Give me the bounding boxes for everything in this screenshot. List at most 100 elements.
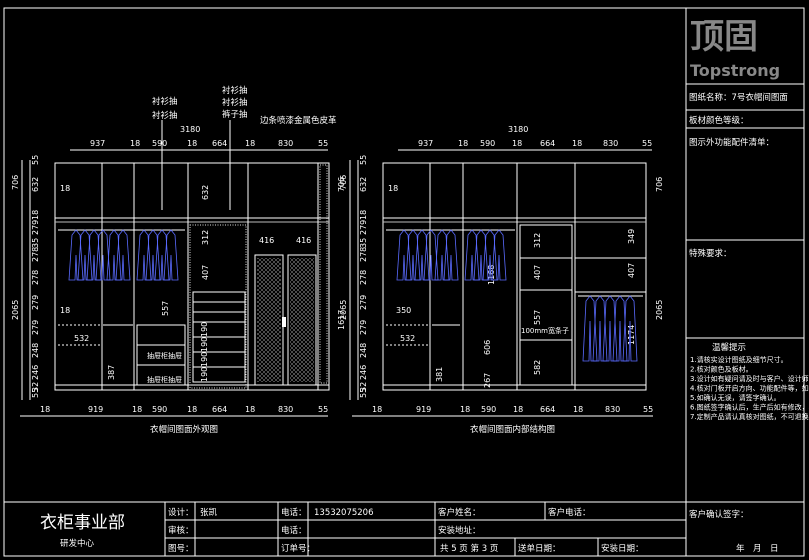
height-dim: 246: [31, 365, 40, 380]
phone-value: 13532075206: [314, 508, 374, 518]
drawing-name: 图纸名称：7号衣帽间图面: [689, 92, 788, 103]
hanging-garment: [423, 229, 439, 281]
notice-line: 2.核对颜色及板材。: [690, 365, 753, 374]
height-dim: 248: [31, 343, 40, 358]
height-dim: 2065: [655, 300, 664, 320]
board-color: 板材颜色等级：: [689, 115, 749, 126]
drawing-no-label: 图号：: [168, 544, 194, 554]
department-sub: 研发中心: [60, 538, 95, 549]
inner-dim: 407: [533, 265, 542, 280]
inner-dim: 582: [533, 360, 542, 375]
brand-logo: 顶固 Topstrong: [690, 17, 780, 80]
height-dim: 18: [31, 210, 40, 220]
hanging-garment: [95, 229, 111, 281]
bottom-dim: 18: [460, 405, 470, 414]
height-dim: 279: [31, 220, 40, 235]
sheet-border: [3, 7, 805, 557]
drawer-label-1: 抽屉柜抽屉: [147, 351, 182, 360]
brand-name-cn: 顶固: [690, 17, 758, 57]
height-dim: 278: [359, 247, 368, 262]
inner-dim: 407: [627, 263, 636, 278]
hanging-garment: [464, 229, 480, 281]
height-dim: 2065: [339, 300, 348, 320]
height-dim: 55: [31, 388, 40, 398]
notice-line: 4.核对门板开启方向、功能配件等，如有问题请及时与设计师沟通。: [690, 384, 809, 393]
inner-dim: 532: [400, 334, 415, 343]
height-dim: 279: [359, 320, 368, 335]
inner-dim: 381: [435, 367, 444, 382]
top-dim: 18: [458, 139, 468, 148]
height-dim: 632: [359, 177, 368, 192]
left-total-width: 3180: [180, 125, 200, 134]
hanging-garment: [414, 229, 430, 281]
notice-line: 6.图纸签字确认后，生产后如有修改，客户需承担相关费用。: [690, 403, 809, 412]
top-dim: 18: [512, 139, 522, 148]
customer-confirm: 客户确认签字：: [689, 509, 749, 520]
height-dim: 35: [359, 238, 368, 248]
brand-name-en: Topstrong: [690, 61, 780, 80]
notice-list: 1.请核实设计图纸及细节尺寸。2.核对颜色及板材。3.设计如有疑问请及时与客户、…: [690, 355, 809, 421]
annotation: 衬衫抽: [222, 85, 248, 96]
customer-phone: 客户电话：: [548, 507, 591, 518]
top-dim: 937: [90, 139, 105, 148]
hanging-garment: [163, 229, 179, 281]
height-dim: 18: [359, 210, 368, 220]
notice-line: 5.如确认无误，请签字确认。: [690, 393, 781, 402]
hanging-garment: [86, 229, 102, 281]
install-address: 安装地址：: [438, 525, 481, 536]
bottom-dim: 18: [573, 405, 583, 414]
inner-dim: 632: [201, 185, 210, 200]
right-clothes: [396, 229, 638, 362]
bottom-dim: 590: [481, 405, 496, 414]
hanging-garment: [68, 229, 84, 281]
height-dim: 706: [337, 177, 346, 192]
top-dim: 18: [130, 139, 140, 148]
top-dim: 18: [245, 139, 255, 148]
top-dim: 18: [187, 139, 197, 148]
height-dim: 279: [359, 295, 368, 310]
inner-dim: 267: [483, 373, 492, 388]
bottom-dim: 18: [132, 405, 142, 414]
department-name: 衣柜事业部: [40, 513, 125, 533]
bottom-dim: 18: [187, 405, 197, 414]
inner-dim: 1174: [627, 325, 636, 345]
annotation: 边条喷漆金属色皮革: [260, 115, 337, 126]
special-requirements: 特殊要求：: [689, 248, 732, 259]
hanging-garment: [154, 229, 170, 281]
bottom-dim: 18: [245, 405, 255, 414]
height-dim: 706: [339, 175, 348, 190]
right-view-title: 衣帽间图面内部结构图: [470, 424, 555, 435]
hanging-garment: [77, 229, 93, 281]
drawer-dim: 190: [200, 367, 209, 382]
hanging-garment: [482, 229, 498, 281]
inner-dim: 532: [74, 334, 89, 343]
confirm-date: 年 月 日: [736, 543, 779, 554]
bottom-dim: 664: [212, 405, 227, 414]
inner-dim: 350: [396, 306, 411, 315]
bottom-dim: 18: [372, 405, 382, 414]
bottom-dim: 664: [540, 405, 555, 414]
hanging-garment: [443, 229, 459, 281]
drawer-label-2: 抽屉柜抽屉: [147, 375, 182, 384]
hanging-garment: [622, 295, 638, 362]
delivery-date: 送单日期：: [518, 543, 561, 554]
top-dim: 590: [480, 139, 495, 148]
customer-name: 客户姓名：: [438, 507, 481, 518]
hanging-garment: [434, 229, 450, 281]
bottom-dim: 830: [278, 405, 293, 414]
review-label: 审核：: [168, 525, 194, 536]
hanging-garment: [136, 229, 152, 281]
left-height-dims: 7062065556321827935278278279279248246325…: [11, 155, 346, 400]
inner-dim: 312: [201, 230, 210, 245]
notice-title: 温馨提示: [712, 342, 746, 353]
annotation: 衬衫抽: [152, 110, 178, 121]
height-dim: 279: [31, 320, 40, 335]
annotation: 裤子抽: [222, 109, 248, 120]
inner-dim: 557: [161, 301, 170, 316]
height-dim: 2065: [11, 300, 20, 320]
drawer-dim: 190: [200, 337, 209, 352]
design-label: 设计：: [168, 507, 194, 518]
